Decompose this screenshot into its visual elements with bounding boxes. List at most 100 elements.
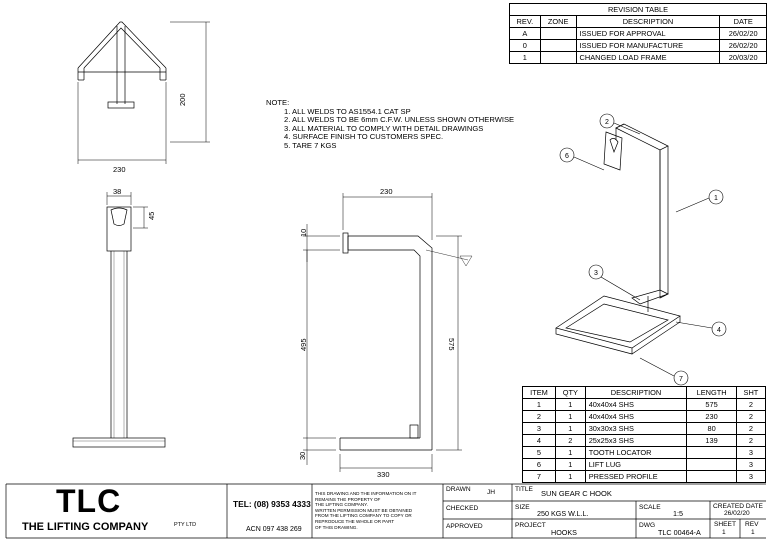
dim-top-width: 230 <box>113 165 126 174</box>
dim-side-top-width: 230 <box>380 187 393 196</box>
dwg-label: DWG <box>639 522 656 529</box>
bom-item: 2 <box>522 410 556 423</box>
date-cell: 26/02/20 <box>719 27 767 40</box>
scale-value: 1:5 <box>673 509 683 518</box>
dim-lug-height: 45 <box>147 212 156 220</box>
balloon-6: 6 <box>565 153 569 160</box>
isometric-view <box>555 123 681 355</box>
bom-qty: 1 <box>554 446 586 459</box>
bom-length: 230 <box>686 410 737 423</box>
bom-description: 30x30x3 SHS <box>584 422 688 435</box>
zone-cell <box>539 39 577 52</box>
bom-description: 40x40x4 SHS <box>584 398 688 411</box>
company-pty: PTY LTD <box>174 522 197 528</box>
disclaimer-line: REMAINS THE PROPERTY OF <box>315 496 381 502</box>
bom-length <box>686 446 737 459</box>
bom-item: 4 <box>522 434 556 447</box>
size-label: SIZE <box>515 504 530 511</box>
balloon-2: 2 <box>605 119 609 126</box>
created-date-value: 26/02/20 <box>724 510 750 517</box>
note-item: 5. TARE 7 KGS <box>284 140 337 150</box>
bom-sht: 2 <box>735 410 767 423</box>
bom-item: 7 <box>522 470 556 483</box>
revision-table-title: REVISION TABLE <box>509 3 767 16</box>
disclaimer: THIS DRAWING AND THE INFORMATION ON IT R… <box>315 491 417 530</box>
disclaimer-line: THE LIFTING COMPANY. <box>315 502 368 508</box>
description-cell: ISSUED FOR MANUFACTURE <box>575 39 721 52</box>
drawn-label: DRAWN <box>446 486 471 493</box>
bom-sht: 2 <box>735 434 767 447</box>
company-phone: TEL: (08) 9353 4333 <box>233 499 311 509</box>
dim-lug-width: 38 <box>113 187 121 196</box>
bom-qty: 1 <box>554 470 586 483</box>
sheet-value: 1 <box>722 529 726 536</box>
front-view <box>72 206 166 448</box>
zone-header: ZONE <box>539 15 577 28</box>
dim-side-base-thk: 30 <box>298 452 307 460</box>
revision-table: REVISION TABLE REV. ZONE DESCRIPTION DAT… <box>509 3 767 64</box>
dim-side-view <box>303 193 462 472</box>
project-value: HOOKS <box>551 528 577 537</box>
rev-cell: 0 <box>509 39 541 52</box>
bom-length <box>686 470 737 483</box>
date-header: DATE <box>719 15 767 28</box>
bom-description: 40x40x4 SHS <box>584 410 688 423</box>
notes-heading: NOTE: <box>266 98 290 107</box>
company-logo: TLC <box>56 483 122 519</box>
note-item: 3. ALL MATERIAL TO COMPLY WITH DETAIL DR… <box>284 123 484 133</box>
dim-top-view <box>77 21 210 164</box>
drawn-value: JH <box>487 489 496 496</box>
size-value: 250 KGS W.L.L. <box>537 509 589 518</box>
bom-item: 5 <box>522 446 556 459</box>
disclaimer-line: FROM THE LIFTING COMPANY TO COPY OR <box>315 513 412 519</box>
project-label: PROJECT <box>515 522 546 529</box>
approved-label: APPROVED <box>446 523 483 530</box>
dim-side-top-thk: 10 <box>299 229 308 237</box>
bom-sht: 2 <box>735 422 767 435</box>
company-name: THE LIFTING COMPANY <box>22 521 149 533</box>
dim-side-inner-height: 495 <box>299 338 308 351</box>
note-item: 2. ALL WELDS TO BE 6mm C.F.W. UNLESS SHO… <box>284 115 515 125</box>
rev-value: 1 <box>751 529 755 536</box>
bom-sht: 2 <box>735 398 767 411</box>
bom-length: 575 <box>686 398 737 411</box>
dim-front-view <box>106 192 148 229</box>
description-header: DESCRIPTION <box>575 15 721 28</box>
rev-header: REV. <box>509 15 541 28</box>
description-cell: ISSUED FOR APPROVAL <box>575 27 721 40</box>
created-date-label: CREATED DATE <box>713 503 763 510</box>
date-cell: 26/02/20 <box>719 39 767 52</box>
bom-sht: 3 <box>735 458 767 471</box>
description-header: DESCRIPTION <box>584 386 688 399</box>
revision-row: A ISSUED FOR APPROVAL 26/02/20 <box>509 27 767 40</box>
notes: NOTE: 1. ALL WELDS TO AS1554.1 CAT SP 2.… <box>266 98 515 151</box>
bom-qty: 1 <box>554 410 586 423</box>
dim-top-height: 200 <box>178 93 187 106</box>
balloon-4: 4 <box>717 327 721 334</box>
side-view <box>339 232 473 451</box>
dim-side-total-height: 575 <box>447 338 456 351</box>
bom-description: LIFT LUG <box>584 458 688 471</box>
sheet-label: SHEET <box>714 521 736 528</box>
balloons <box>559 113 727 386</box>
drawing-title: SUN GEAR C HOOK <box>541 489 612 498</box>
bom-description: 25x25x3 SHS <box>584 434 688 447</box>
revision-row: 0 ISSUED FOR MANUFACTURE 26/02/20 <box>509 39 767 52</box>
note-item: 4. SURFACE FINISH TO CUSTOMERS SPEC. <box>284 132 444 142</box>
balloon-3: 3 <box>594 270 598 277</box>
bom-length: 80 <box>686 422 737 435</box>
bom-qty: 1 <box>554 422 586 435</box>
balloon-1: 1 <box>714 195 718 202</box>
bom-description: TOOTH LOCATOR <box>584 446 688 459</box>
company-acn: ACN 097 438 269 <box>246 526 302 533</box>
checked-label: CHECKED <box>446 505 479 512</box>
zone-cell <box>539 51 577 64</box>
